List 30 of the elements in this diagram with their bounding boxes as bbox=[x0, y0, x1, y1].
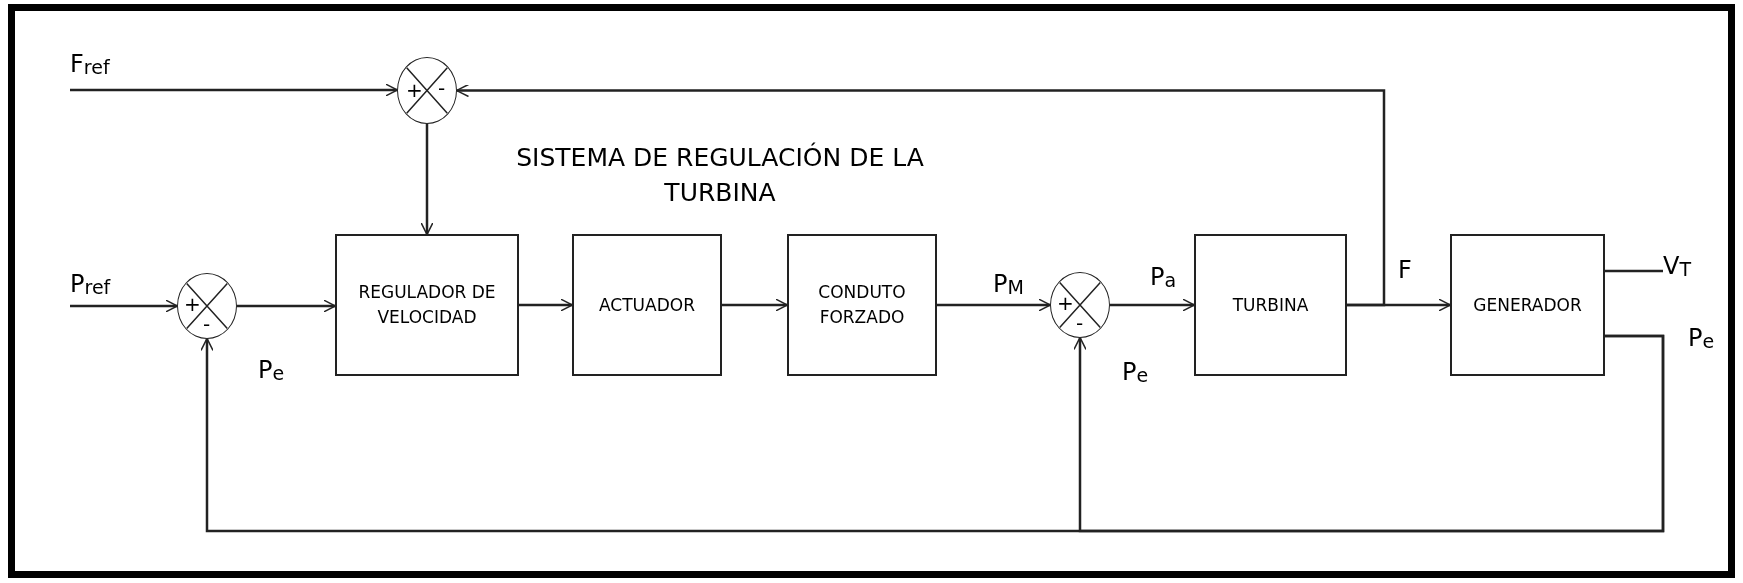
connector-line bbox=[1605, 269, 1663, 273]
arrow bbox=[1347, 298, 1452, 312]
block-label: ACTUADOR bbox=[598, 293, 696, 317]
arrow bbox=[70, 83, 399, 97]
arrow bbox=[237, 299, 337, 313]
block-label: CONDUTO FORZADO bbox=[817, 281, 907, 329]
block-box bbox=[1194, 234, 1347, 376]
arrow bbox=[937, 298, 1052, 312]
block-box bbox=[335, 234, 519, 376]
block-label: TURBINA bbox=[1231, 293, 1310, 317]
sign-label: + bbox=[1057, 293, 1074, 313]
block-box bbox=[787, 234, 937, 376]
block-label: REGULADOR DE VELOCIDAD bbox=[357, 281, 497, 329]
arrow bbox=[1073, 334, 1665, 533]
sign-label: + bbox=[406, 80, 423, 100]
arrow bbox=[70, 299, 179, 313]
arrow bbox=[455, 83, 1386, 307]
block-box bbox=[572, 234, 722, 376]
arrow bbox=[420, 124, 434, 236]
arrow bbox=[722, 298, 789, 312]
block-label: GENERADOR bbox=[1472, 293, 1583, 317]
sign-label: - bbox=[1076, 313, 1084, 333]
sign-label: - bbox=[438, 78, 446, 98]
arrow bbox=[519, 298, 574, 312]
arrow bbox=[1110, 298, 1196, 312]
diagram-title: SISTEMA DE REGULACIÓN DE LA TURBINA bbox=[515, 141, 925, 209]
signal-label: F bbox=[1398, 258, 1412, 282]
sign-label: + bbox=[184, 294, 201, 314]
block-box bbox=[1450, 234, 1605, 376]
sign-label: - bbox=[203, 314, 211, 334]
